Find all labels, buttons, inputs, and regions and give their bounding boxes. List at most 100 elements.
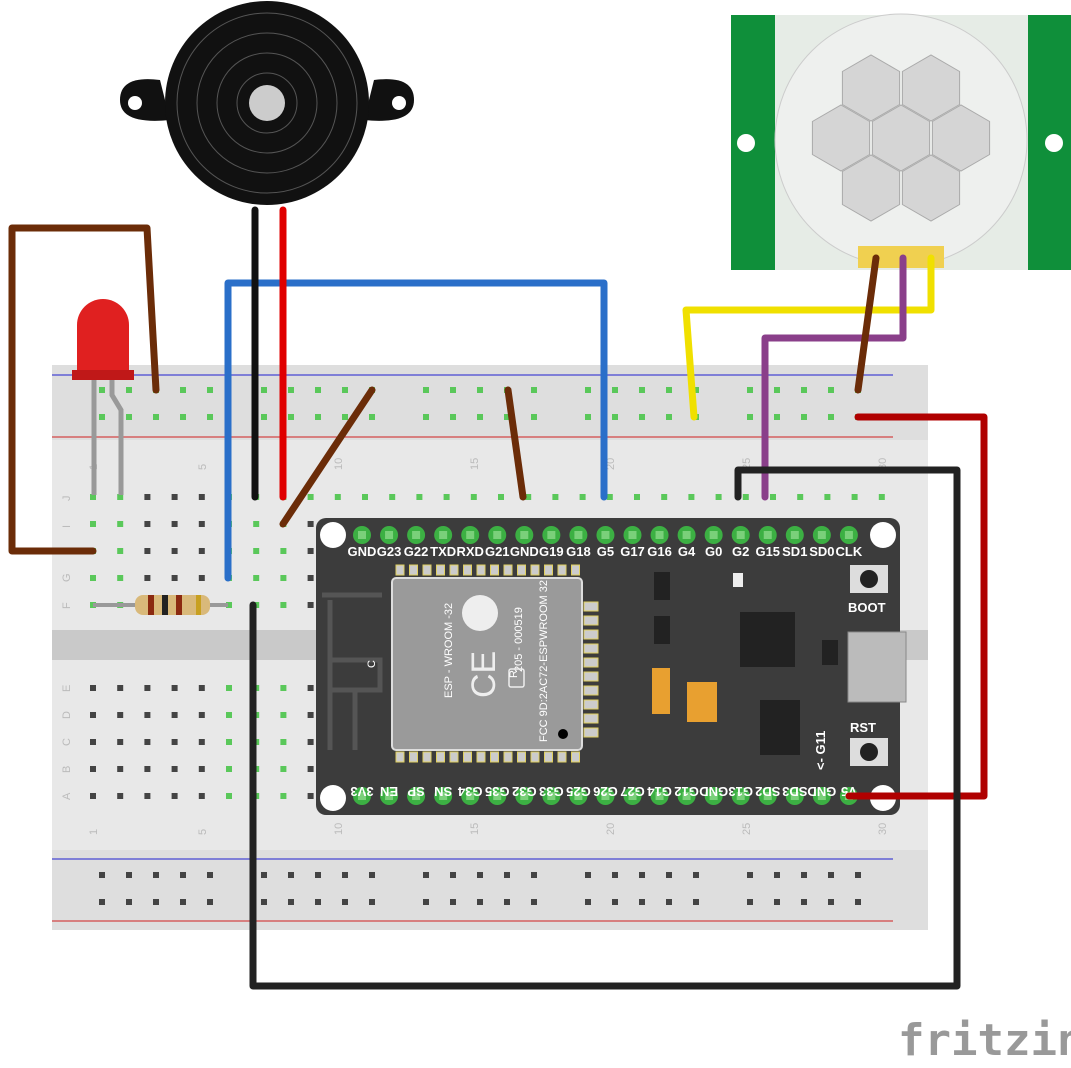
- breadboard-hole[interactable]: [198, 685, 205, 691]
- breadboard-hole[interactable]: [90, 494, 96, 500]
- breadboard-hole[interactable]: [334, 494, 341, 500]
- rail-hole[interactable]: [693, 872, 699, 878]
- rail-hole[interactable]: [666, 387, 672, 393]
- rail-hole[interactable]: [531, 387, 537, 393]
- breadboard-hole[interactable]: [117, 548, 124, 554]
- rail-hole[interactable]: [801, 414, 807, 420]
- breadboard-hole[interactable]: [198, 494, 205, 500]
- breadboard-hole[interactable]: [470, 494, 477, 500]
- breadboard-hole[interactable]: [144, 793, 151, 799]
- rail-hole[interactable]: [153, 414, 159, 420]
- breadboard-hole[interactable]: [226, 793, 232, 799]
- breadboard-hole[interactable]: [144, 521, 151, 527]
- breadboard-hole[interactable]: [144, 712, 151, 718]
- rail-hole[interactable]: [261, 872, 267, 878]
- breadboard-hole[interactable]: [90, 685, 96, 691]
- rail-hole[interactable]: [153, 899, 159, 905]
- breadboard-hole[interactable]: [253, 548, 260, 554]
- breadboard-hole[interactable]: [606, 494, 613, 500]
- breadboard-hole[interactable]: [280, 602, 287, 608]
- rail-hole[interactable]: [342, 899, 348, 905]
- breadboard-hole[interactable]: [307, 521, 314, 527]
- breadboard-hole[interactable]: [280, 766, 287, 772]
- rail-hole[interactable]: [342, 387, 348, 393]
- breadboard-hole[interactable]: [688, 494, 695, 500]
- breadboard-hole[interactable]: [117, 685, 124, 691]
- breadboard-hole[interactable]: [198, 793, 205, 799]
- rail-hole[interactable]: [423, 899, 429, 905]
- breadboard-hole[interactable]: [307, 548, 314, 554]
- rail-hole[interactable]: [531, 899, 537, 905]
- breadboard-hole[interactable]: [280, 575, 287, 581]
- rail-hole[interactable]: [747, 899, 753, 905]
- rail-hole[interactable]: [801, 387, 807, 393]
- breadboard-hole[interactable]: [389, 494, 396, 500]
- rail-hole[interactable]: [99, 414, 105, 420]
- rail-hole[interactable]: [585, 872, 591, 878]
- breadboard-hole[interactable]: [117, 739, 124, 745]
- rail-hole[interactable]: [855, 872, 861, 878]
- rail-hole[interactable]: [99, 872, 105, 878]
- rail-hole[interactable]: [369, 872, 375, 878]
- breadboard-hole[interactable]: [171, 685, 178, 691]
- breadboard-hole[interactable]: [552, 494, 559, 500]
- rail-hole[interactable]: [207, 872, 213, 878]
- rail-hole[interactable]: [612, 872, 618, 878]
- rail-hole[interactable]: [126, 387, 132, 393]
- rail-hole[interactable]: [504, 872, 510, 878]
- rst-button[interactable]: [850, 738, 888, 766]
- breadboard-hole[interactable]: [90, 766, 96, 772]
- breadboard-hole[interactable]: [144, 548, 151, 554]
- rail-hole[interactable]: [666, 899, 672, 905]
- rail-hole[interactable]: [612, 899, 618, 905]
- rail-hole[interactable]: [126, 899, 132, 905]
- breadboard-hole[interactable]: [226, 602, 232, 608]
- breadboard-hole[interactable]: [171, 712, 178, 718]
- breadboard-hole[interactable]: [198, 739, 205, 745]
- breadboard-hole[interactable]: [171, 739, 178, 745]
- rail-hole[interactable]: [747, 872, 753, 878]
- rail-hole[interactable]: [828, 872, 834, 878]
- rail-hole[interactable]: [315, 387, 321, 393]
- rail-hole[interactable]: [342, 414, 348, 420]
- rail-hole[interactable]: [504, 899, 510, 905]
- rail-hole[interactable]: [639, 899, 645, 905]
- rail-hole[interactable]: [369, 899, 375, 905]
- breadboard-hole[interactable]: [144, 494, 151, 500]
- rail-hole[interactable]: [828, 414, 834, 420]
- rail-hole[interactable]: [261, 414, 267, 420]
- rail-hole[interactable]: [693, 387, 699, 393]
- rail-hole[interactable]: [639, 872, 645, 878]
- breadboard-hole[interactable]: [280, 548, 287, 554]
- breadboard-hole[interactable]: [307, 685, 314, 691]
- rail-hole[interactable]: [477, 387, 483, 393]
- rail-hole[interactable]: [153, 872, 159, 878]
- breadboard-hole[interactable]: [525, 494, 532, 500]
- rail-hole[interactable]: [693, 899, 699, 905]
- breadboard-hole[interactable]: [90, 793, 96, 799]
- rail-hole[interactable]: [774, 899, 780, 905]
- rail-hole[interactable]: [180, 899, 186, 905]
- rail-hole[interactable]: [774, 387, 780, 393]
- rail-hole[interactable]: [639, 387, 645, 393]
- rail-hole[interactable]: [612, 387, 618, 393]
- boot-button[interactable]: [850, 565, 888, 593]
- breadboard-hole[interactable]: [226, 712, 232, 718]
- breadboard-hole[interactable]: [579, 494, 586, 500]
- breadboard-hole[interactable]: [878, 494, 885, 500]
- rail-hole[interactable]: [288, 414, 294, 420]
- breadboard-hole[interactable]: [117, 521, 124, 527]
- breadboard-hole[interactable]: [144, 685, 151, 691]
- breadboard-hole[interactable]: [117, 793, 124, 799]
- breadboard-hole[interactable]: [144, 766, 151, 772]
- rail-hole[interactable]: [180, 414, 186, 420]
- breadboard-hole[interactable]: [307, 712, 314, 718]
- breadboard-hole[interactable]: [770, 494, 776, 500]
- rail-hole[interactable]: [450, 872, 456, 878]
- rail-hole[interactable]: [423, 387, 429, 393]
- rail-hole[interactable]: [423, 872, 429, 878]
- breadboard-hole[interactable]: [171, 766, 178, 772]
- rail-hole[interactable]: [585, 899, 591, 905]
- rail-hole[interactable]: [531, 872, 537, 878]
- rail-hole[interactable]: [855, 899, 861, 905]
